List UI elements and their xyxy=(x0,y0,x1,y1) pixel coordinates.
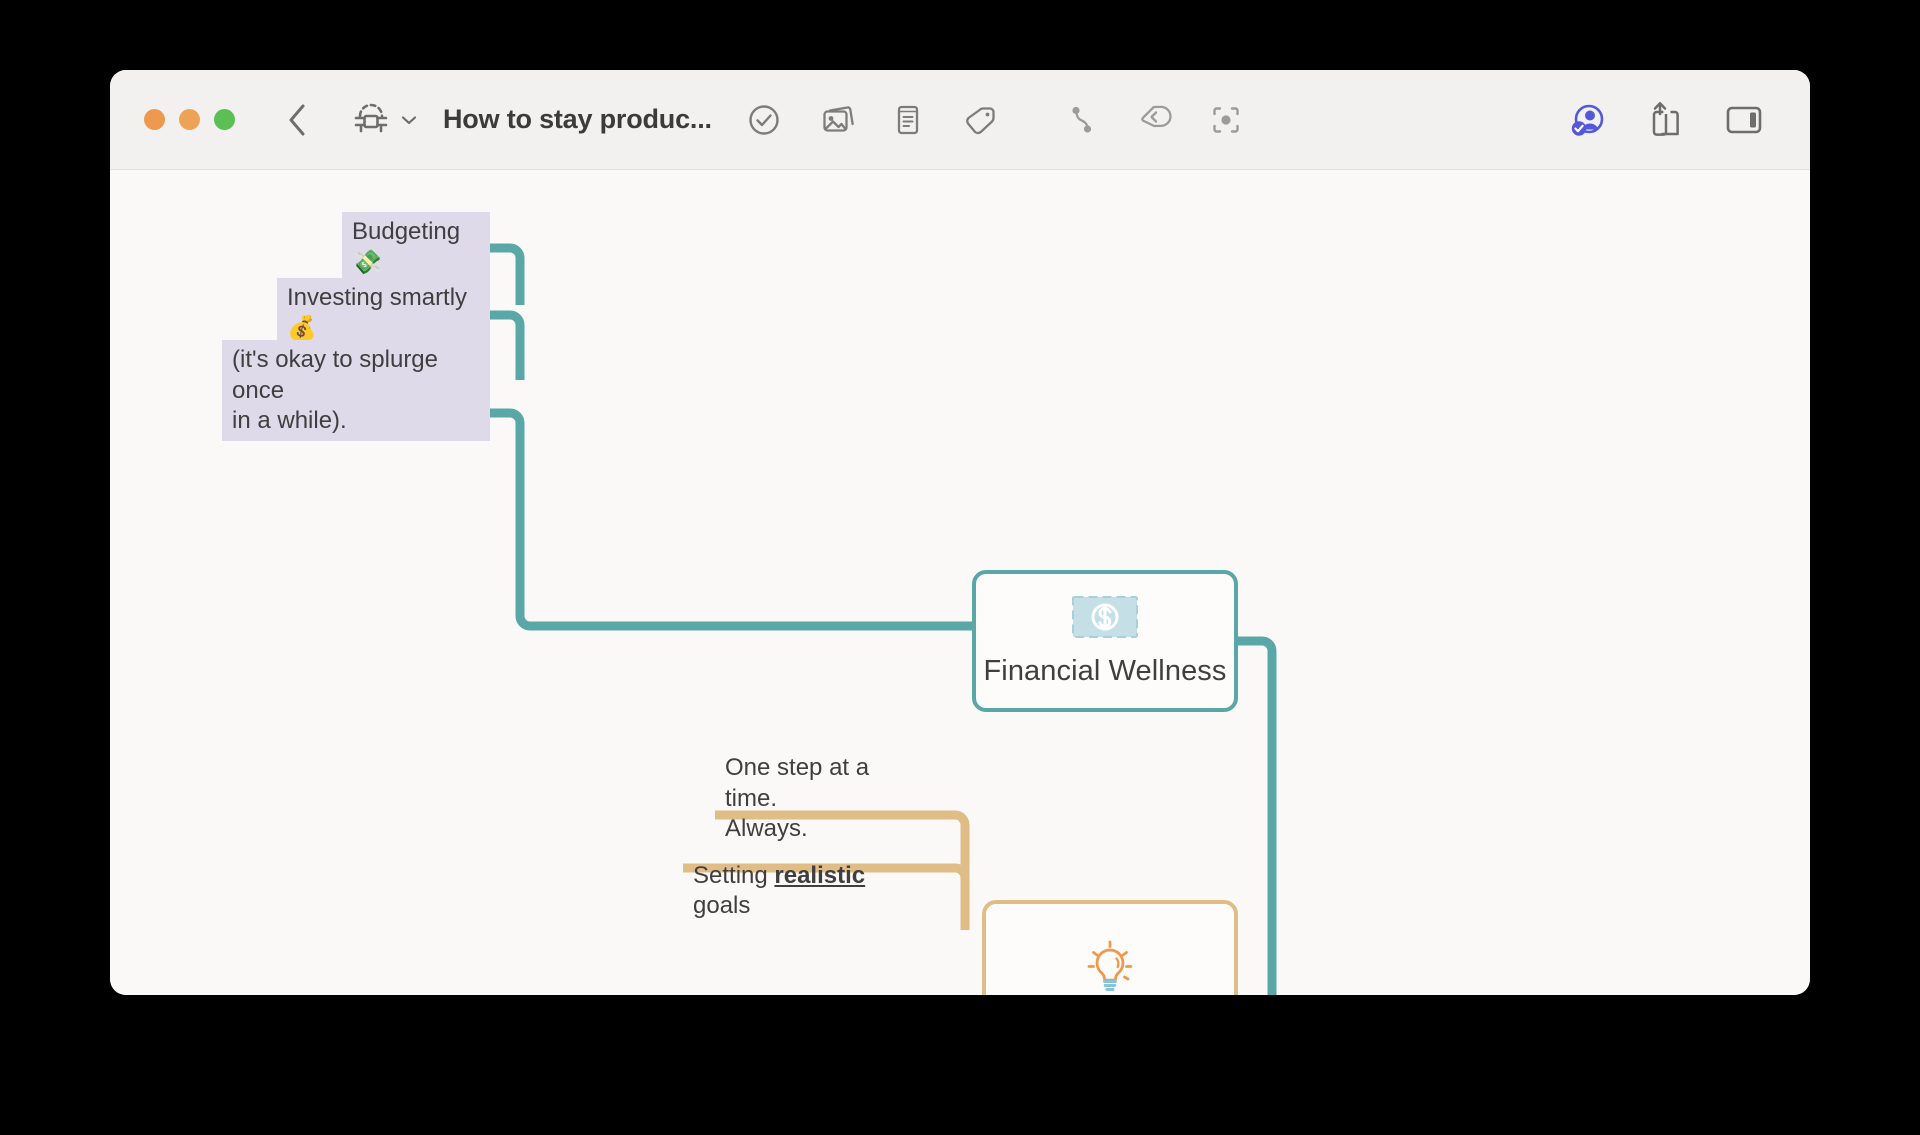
back-button[interactable] xyxy=(271,94,323,146)
node-financial-wellness-label: Financial Wellness xyxy=(983,654,1227,687)
toolbar-tools-secondary xyxy=(1056,94,1252,146)
zoom-button[interactable] xyxy=(214,109,235,130)
document-title[interactable]: How to stay produc... xyxy=(443,104,712,134)
note-icon xyxy=(897,105,918,134)
toolbar-tools-right xyxy=(1562,94,1770,146)
task-icon xyxy=(749,104,779,135)
node-splurge[interactable]: (it's okay to splurge once in a while). xyxy=(222,340,490,442)
node-financial-wellness[interactable]: Financial Wellness xyxy=(972,570,1238,712)
mindmap-canvas[interactable]: Budgeting 💸 Investing smartly 💰 (it's ok… xyxy=(110,170,1810,995)
money-bill-icon xyxy=(1072,595,1138,638)
collaborate-button[interactable] xyxy=(1562,94,1614,146)
boundary-button[interactable] xyxy=(1128,94,1180,146)
app-window: How to stay produc... xyxy=(110,70,1810,995)
collaborate-icon xyxy=(1571,104,1604,136)
chevron-down-icon xyxy=(401,115,417,124)
focus-button[interactable] xyxy=(1200,94,1252,146)
goals-text-after: goals xyxy=(693,892,751,920)
note-button[interactable] xyxy=(882,94,934,146)
relationship-button[interactable] xyxy=(1056,94,1108,146)
toolbar-tools-primary xyxy=(738,94,1006,146)
goals-text-emphasis: realistic xyxy=(774,861,866,889)
image-icon xyxy=(823,105,854,132)
document-type-selector[interactable] xyxy=(345,94,419,146)
task-button[interactable] xyxy=(738,94,790,146)
focus-icon xyxy=(1213,106,1239,133)
finance-down-connector xyxy=(1238,636,1277,995)
minimize-button[interactable] xyxy=(179,109,200,130)
share-button[interactable] xyxy=(1640,94,1692,146)
window-controls xyxy=(144,109,235,130)
node-idea[interactable] xyxy=(982,900,1238,995)
relationship-icon xyxy=(1072,106,1091,133)
image-button[interactable] xyxy=(810,94,862,146)
goals-text-before: Setting xyxy=(693,861,775,889)
boundary-icon xyxy=(1141,105,1172,127)
sidebar-icon xyxy=(1726,106,1762,133)
close-button[interactable] xyxy=(144,109,165,130)
lightbulb-icon xyxy=(1087,940,1133,991)
share-icon xyxy=(1652,101,1679,136)
node-realistic-goals[interactable]: Setting realistic goals xyxy=(683,825,923,926)
tag-icon xyxy=(965,106,995,134)
window-titlebar: How to stay produc... xyxy=(110,70,1810,170)
mindmap-node-icon xyxy=(345,94,397,146)
chevron-left-icon xyxy=(289,104,305,135)
node-budgeting[interactable]: Budgeting 💸 xyxy=(342,212,490,283)
node-one-step[interactable]: One step at a time. Always. xyxy=(725,754,870,843)
tag-button[interactable] xyxy=(954,94,1006,146)
node-investing[interactable]: Investing smartly 💰 xyxy=(277,278,490,349)
sidebar-toggle-button[interactable] xyxy=(1718,94,1770,146)
